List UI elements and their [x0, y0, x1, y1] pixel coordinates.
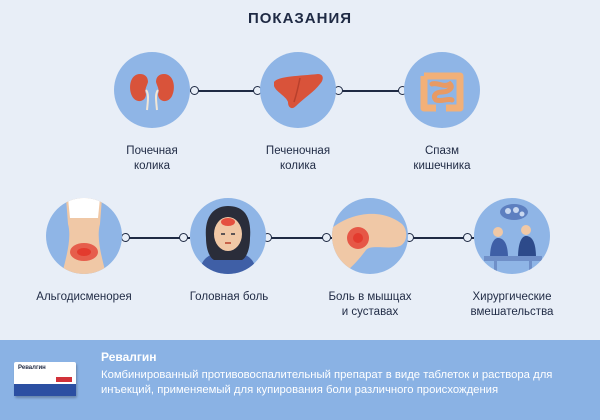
indication-label: Головная боль	[189, 291, 269, 303]
connector-line	[124, 237, 190, 239]
product-name: Ревалгин	[101, 350, 157, 364]
connector-dot	[322, 233, 331, 242]
headache-icon	[200, 206, 256, 274]
intestine-circle	[404, 52, 480, 128]
indication-label: Почечная колика	[126, 145, 178, 172]
liver-icon	[274, 74, 323, 109]
liver-circle	[260, 52, 336, 128]
intestine-icon	[420, 72, 464, 112]
indication-label: Альгодисменорея	[36, 291, 132, 303]
connector-line	[266, 237, 332, 239]
product-package-image: Ревалгин	[14, 362, 76, 396]
connector-dot	[179, 233, 188, 242]
package-label: Ревалгин	[18, 365, 46, 371]
abdomen-pain-icon	[62, 198, 106, 274]
product-footer	[0, 340, 600, 420]
surgery-circle	[474, 198, 550, 274]
indication-label: Хирургические вмешательства	[470, 291, 554, 318]
connector-dot	[121, 233, 130, 242]
surgeons-icon	[484, 204, 542, 273]
product-description: Комбинированный противовоспалительный пр…	[101, 369, 553, 396]
knee-pain-icon	[332, 213, 407, 274]
indication-label: Печеночная колика	[265, 145, 331, 172]
connector-line	[408, 237, 474, 239]
kidneys-circle	[114, 52, 190, 128]
connector-dot	[463, 233, 472, 242]
knee-circle	[332, 198, 408, 274]
headache-circle	[190, 198, 266, 274]
connector-line	[190, 90, 265, 92]
indication-label: Боль в мышцах и суставах	[328, 291, 412, 318]
connector-dot	[190, 86, 199, 95]
connector-line	[335, 90, 410, 92]
abdomen-circle	[46, 198, 122, 274]
page-title: ПОКАЗАНИЯ	[247, 10, 353, 27]
kidneys-icon	[130, 74, 174, 111]
indication-label: Спазм кишечника	[413, 145, 471, 172]
